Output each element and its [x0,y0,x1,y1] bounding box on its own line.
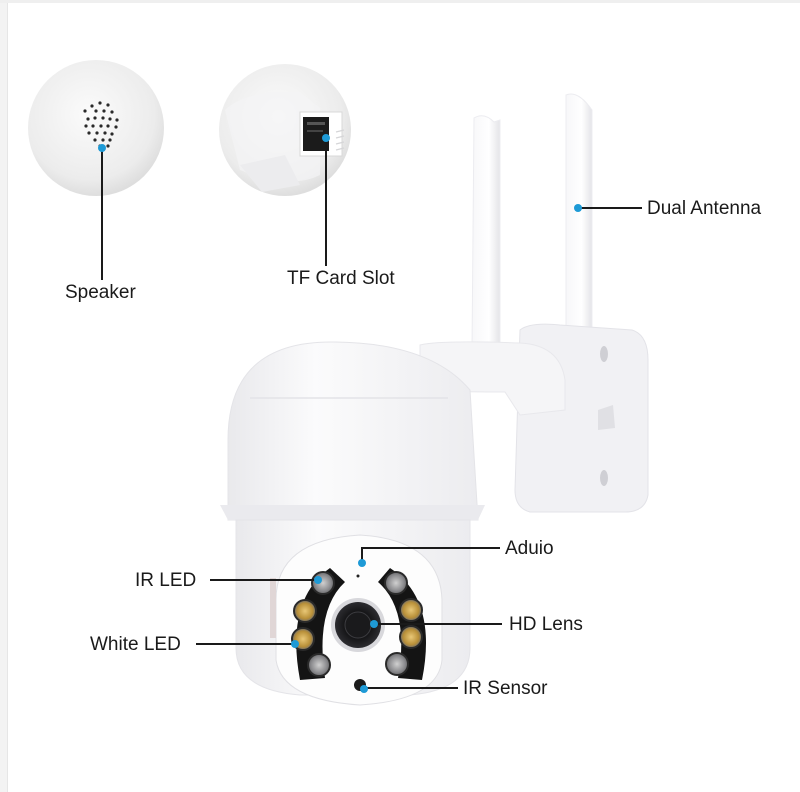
audio-label: Aduio [505,538,554,559]
left-border-strip [0,0,8,792]
ir-led-dot-icon [314,576,322,584]
ir-sensor-label: IR Sensor [463,678,548,699]
hd-lens-label: HD Lens [509,614,583,635]
wall-mount [419,323,649,513]
tf-card-slot-label: TF Card Slot [287,268,395,289]
callout-dots [98,134,582,693]
hd-lens-dot-icon [370,620,378,628]
ir-led-icon [307,653,331,677]
tf-card-inset [219,64,351,196]
ir-led-icon [385,652,409,676]
speaker-inset [28,60,164,196]
speaker-grille-icon [83,101,119,148]
white-led-dot-icon [291,640,299,648]
ir-led-icon [311,571,335,595]
speaker-label: Speaker [65,282,136,303]
tf-card-dot-icon [322,134,330,142]
antenna-dot-icon [574,204,582,212]
top-border-strip [0,0,800,3]
audio-dot-icon [358,559,366,567]
ir-sensor-dot-icon [360,685,368,693]
dual-antenna-label: Dual Antenna [647,198,762,219]
camera-dome [220,341,485,521]
speaker-dot-icon [98,144,106,152]
white-led-icon [399,598,423,622]
microphone-icon [356,574,360,578]
white-led-label: White LED [90,634,181,655]
white-led-icon [293,599,317,623]
ir-led-icon [384,571,408,595]
ir-led-label: IR LED [135,570,197,591]
white-led-icon [399,625,423,649]
